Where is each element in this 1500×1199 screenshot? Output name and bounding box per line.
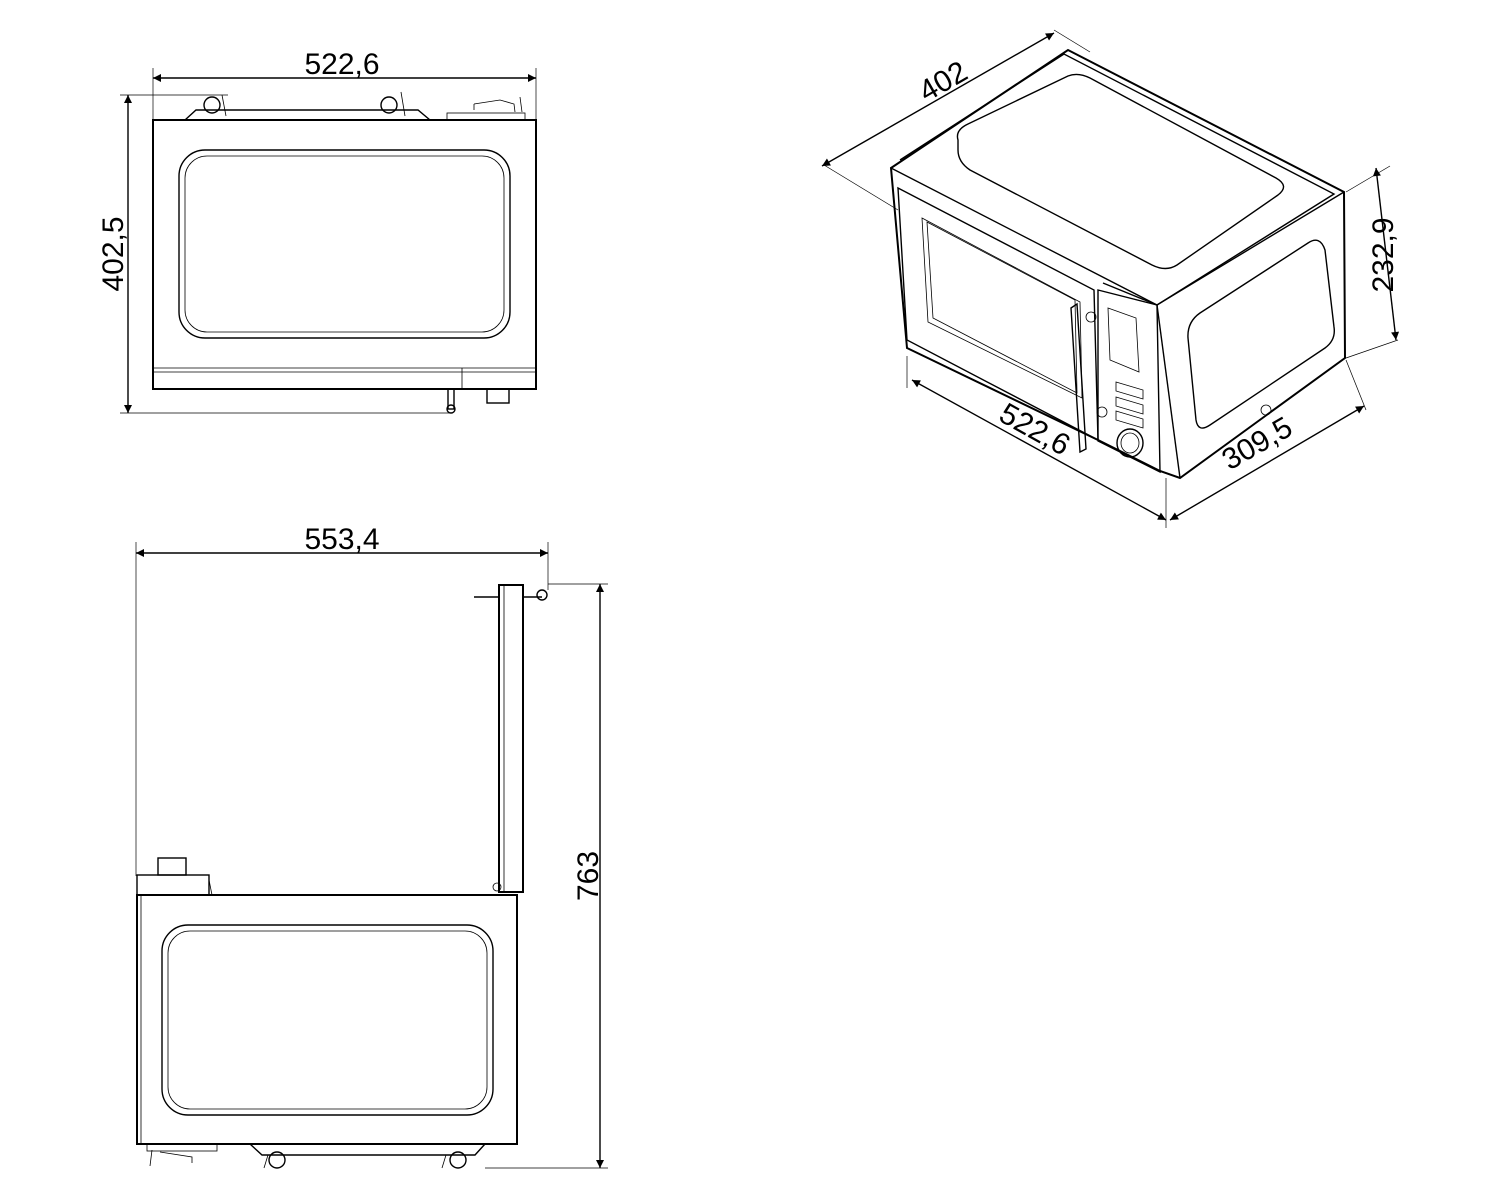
iso-side-dimension-line [1169,405,1365,521]
top-view: 522,6 402,5 [97,48,537,414]
open-width-label: 553,4 [304,523,379,556]
isometric-view: 402 522,6 232,9 309,5 [821,29,1400,528]
open-door-view: 553,4 763 [135,523,608,1169]
open-body-outline [136,894,518,1145]
iso-depth-label: 402 [913,55,973,109]
top-panel-outer [178,149,511,339]
top-depth-label: 402,5 [97,216,130,291]
iso-height-label: 232,9 [1367,217,1400,292]
iso-width-dimension-line [911,379,1167,521]
iso-height-dimension-line [1372,167,1400,341]
open-height-label: 763 [572,851,605,901]
iso-depth-dimension-line [821,32,1055,167]
top-body-outline [152,119,537,390]
open-panel-outer [161,924,494,1116]
open-door-panel [498,584,524,893]
top-width-label: 522,6 [304,48,379,81]
